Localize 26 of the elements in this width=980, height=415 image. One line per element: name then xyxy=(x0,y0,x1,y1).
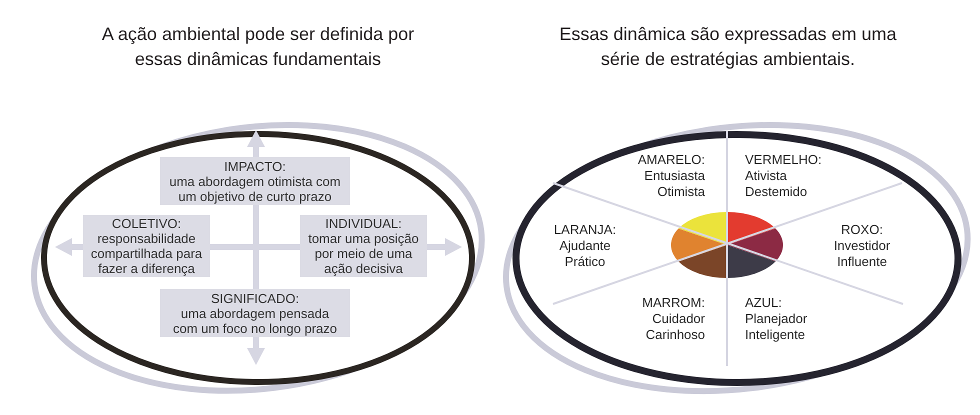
strategy-title: MARROM: xyxy=(642,295,705,311)
strategy-text: Ajudante Prático xyxy=(559,238,611,270)
quadrant-card xyxy=(300,215,427,277)
strategy-title: AMARELO: xyxy=(638,152,705,168)
strategy-text: Ativista Destemido xyxy=(745,168,808,200)
card-title: IMPACTO: xyxy=(224,158,286,174)
card-text: tomar uma posição por meio de uma ação decisiva xyxy=(307,231,420,276)
panel-heading: Essas dinâmica são expressadas em uma série de estratégias ambientais. xyxy=(558,23,898,71)
quadrant-card xyxy=(160,157,350,205)
quadrant-card xyxy=(160,289,350,337)
panel-heading: A ação ambiental pode ser definida por essas dinâmicas fundamentais xyxy=(100,23,416,71)
card-text: responsabilidade compartilhada para fazer a diferença xyxy=(90,231,204,276)
card-title: SIGNIFICADO: xyxy=(210,290,300,306)
card-text: uma abordagem otimista com um objetivo de curto prazo xyxy=(168,174,342,204)
strategy-text: Entusiasta Otimista xyxy=(644,168,705,200)
card-text: uma abordagem pensada com um foco no longo prazo xyxy=(172,306,338,336)
quadrant-card xyxy=(83,215,210,277)
strategy-text: Cuidador Carinhoso xyxy=(646,311,705,343)
strategy-text: Planejador Inteligente xyxy=(745,311,808,343)
strategy-title: LARANJA: xyxy=(554,222,616,238)
card-title: INDIVIDUAL: xyxy=(325,216,402,231)
strategy-text: Investidor Influente xyxy=(834,238,890,270)
strategy-title: VERMELHO: xyxy=(745,152,822,168)
card-title: COLETIVO: xyxy=(112,216,182,231)
strategy-title: AZUL: xyxy=(745,295,782,311)
strategy-title: ROXO: xyxy=(841,222,883,238)
